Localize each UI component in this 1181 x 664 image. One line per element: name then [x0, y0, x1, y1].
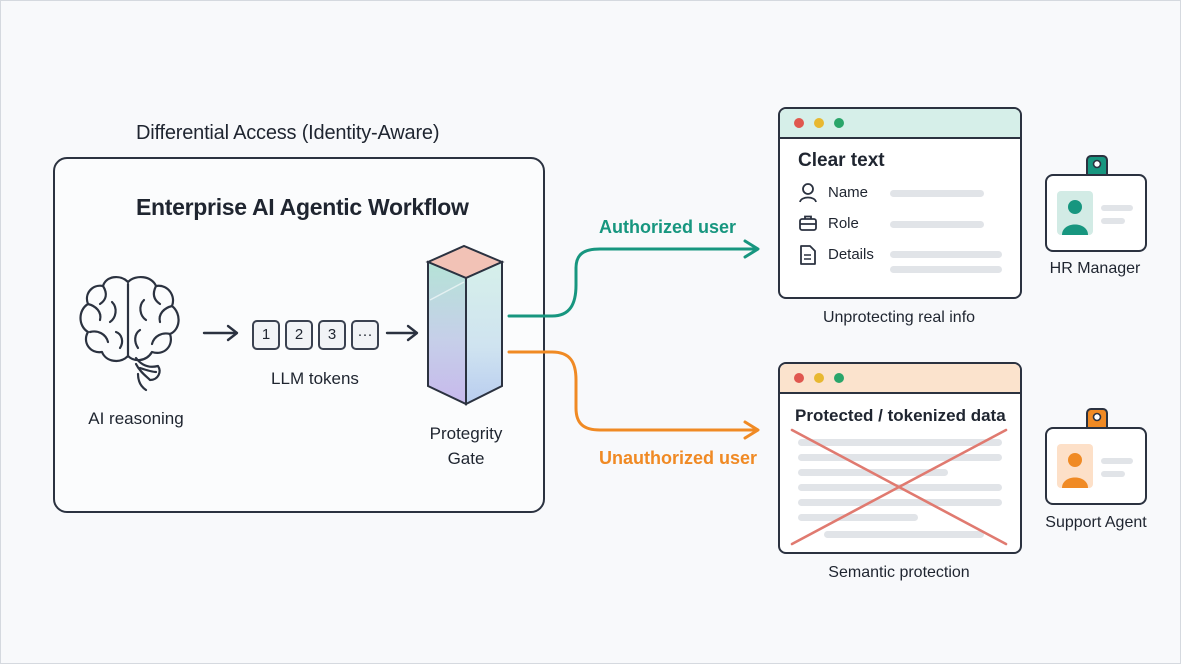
- reasoning-label: AI reasoning: [88, 409, 184, 428]
- maximize-dot-icon: [834, 118, 844, 128]
- window-title-bar: [780, 364, 1020, 394]
- cross-out-icon: [790, 428, 1008, 546]
- token-box: 2: [285, 320, 313, 350]
- maximize-dot-icon: [834, 373, 844, 383]
- token-ellipsis-box: ···: [351, 320, 379, 350]
- close-dot-icon: [794, 373, 804, 383]
- redacted-line: [798, 499, 1002, 506]
- authorized-user-label: Authorized user: [599, 217, 737, 237]
- redacted-line: [798, 514, 918, 521]
- minimize-dot-icon: [814, 373, 824, 383]
- field-details-label: Details: [828, 246, 874, 263]
- gate-label-line2: Gate: [447, 449, 485, 468]
- token-box: 3: [318, 320, 346, 350]
- hr-manager-badge: [1045, 174, 1147, 252]
- redacted-line: [798, 454, 1002, 461]
- tokens-label: LLM tokens: [271, 369, 359, 388]
- protected-data-window: Protected / tokenized data: [778, 362, 1022, 554]
- protected-data-caption: Semantic protection: [828, 564, 970, 581]
- hr-manager-label: HR Manager: [1049, 260, 1141, 277]
- field-role-label: Role: [828, 215, 859, 232]
- badge-line: [1101, 218, 1125, 224]
- user-avatar-icon: [1057, 191, 1093, 235]
- field-details-value-placeholder: [890, 251, 1002, 258]
- user-avatar-icon: [1057, 444, 1093, 488]
- protected-data-title: Protected / tokenized data: [795, 406, 1006, 425]
- brain-icon: [79, 276, 180, 392]
- briefcase-icon: [799, 215, 817, 231]
- badge-line: [1101, 205, 1133, 211]
- minimize-dot-icon: [814, 118, 824, 128]
- support-agent-label: Support Agent: [1045, 514, 1147, 531]
- authorized-arrowhead: [743, 239, 760, 259]
- token-box: 1: [252, 320, 280, 350]
- unauthorized-arrowhead: [743, 420, 760, 440]
- protegrity-gate-prism: [425, 244, 505, 406]
- badge-line: [1101, 471, 1125, 477]
- badge-line: [1101, 458, 1133, 464]
- support-agent-badge: [1045, 427, 1147, 505]
- field-role-value-placeholder: [890, 221, 984, 228]
- diagram-heading: Differential Access (Identity-Aware): [136, 122, 440, 144]
- unauthorized-user-label: Unauthorized user: [599, 448, 758, 468]
- authorized-route: [507, 247, 756, 318]
- person-icon: [799, 183, 817, 203]
- redacted-line: [798, 439, 1002, 446]
- clear-text-title: Clear text: [798, 150, 885, 171]
- gate-label-line1: Protegrity: [429, 424, 503, 443]
- field-name-label: Name: [828, 184, 869, 201]
- redacted-line: [824, 531, 984, 538]
- field-name-value-placeholder: [890, 190, 984, 197]
- clear-text-window: Clear text Name Role Details: [778, 107, 1022, 299]
- clear-text-caption: Unprotecting real info: [822, 309, 976, 326]
- workflow-title: Enterprise AI Agentic Workflow: [136, 194, 469, 220]
- close-dot-icon: [794, 118, 804, 128]
- window-title-bar: [780, 109, 1020, 139]
- field-details-value-placeholder: [890, 266, 1002, 273]
- document-icon: [800, 245, 816, 265]
- unauthorized-route: [507, 350, 756, 432]
